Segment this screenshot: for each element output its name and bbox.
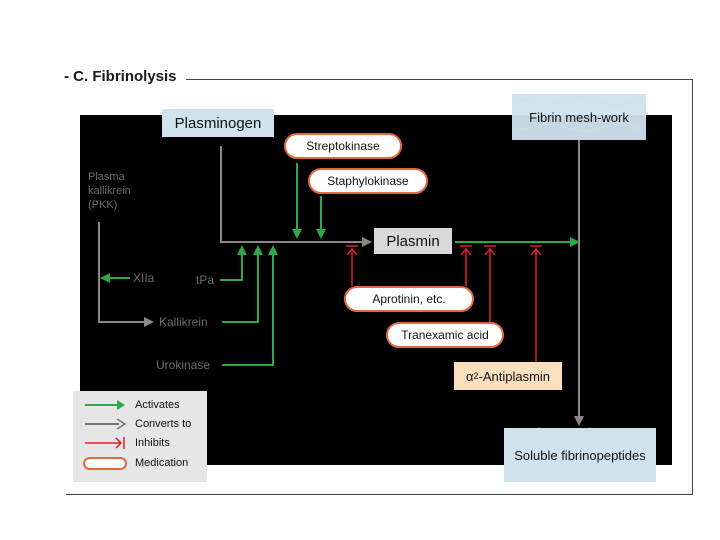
legend-inhibits-label: Inhibits xyxy=(135,437,170,449)
pkk-line-2: kallikrein xyxy=(88,185,131,197)
legend-inhibits: Inhibits xyxy=(83,434,170,452)
kallikrein-label: Kallikrein xyxy=(159,315,208,329)
legend: Activates Converts to Inhibits Medicatio… xyxy=(73,391,207,482)
legend-activates: Activates xyxy=(83,396,180,414)
tranexamic-label: Tranexamic acid xyxy=(401,328,489,342)
plasmin-node: Plasmin xyxy=(374,228,452,254)
plasminogen-node: Plasminogen xyxy=(162,109,274,137)
antiplasmin-subscript: 2 xyxy=(473,371,479,381)
aprotinin-pill: Aprotinin, etc. xyxy=(344,286,474,312)
converts-arrow-icon xyxy=(85,418,127,430)
kallikrein-arrow xyxy=(222,245,263,323)
urokinase-arrow xyxy=(222,245,278,366)
staphylokinase-label: Staphylokinase xyxy=(327,174,409,188)
plasminogen-to-plasmin-arrow xyxy=(220,146,372,247)
plasminogen-label: Plasminogen xyxy=(174,114,262,132)
tranexamic-acid-pill: Tranexamic acid xyxy=(386,322,504,348)
soluble-label: Soluble fibrinopeptides xyxy=(514,447,646,463)
legend-medication: Medication xyxy=(83,454,188,472)
staphylokinase-pill: Staphylokinase xyxy=(308,168,428,194)
legend-medication-label: Medication xyxy=(135,457,189,469)
medication-pill-icon xyxy=(83,456,127,470)
pkk-line-1: Plasma xyxy=(88,171,125,183)
pkk-line-3: (PKK) xyxy=(88,199,118,211)
urokinase-label: Urokinase xyxy=(156,358,211,372)
legend-converts: Converts to xyxy=(83,415,191,433)
aprotinin-label: Aprotinin, etc. xyxy=(372,292,446,306)
antiplasmin-alpha: α xyxy=(465,368,474,384)
streptokinase-label: Streptokinase xyxy=(306,139,380,153)
legend-converts-label: Converts to xyxy=(135,418,192,430)
title-rule xyxy=(186,79,692,80)
tpa-label: tPa xyxy=(196,273,215,287)
fibrin-label: Fibrin mesh-work xyxy=(529,109,629,125)
tpa-arrow xyxy=(220,245,247,281)
soluble-fibrinopeptides-node: Soluble fibrinopeptides xyxy=(504,428,656,482)
plasmin-label: Plasmin xyxy=(386,232,440,250)
antiplasmin-rest: -Antiplasmin xyxy=(478,368,551,384)
inhibits-arrow-icon xyxy=(85,437,125,449)
pkk-to-kallikrein-arrow xyxy=(98,222,154,327)
activates-arrow-icon xyxy=(85,400,125,410)
section-title: - C. Fibrinolysis xyxy=(64,68,183,85)
xiia-label: XIIa xyxy=(133,271,155,285)
fibrin-node: Fibrin mesh-work xyxy=(512,94,646,140)
streptokinase-pill: Streptokinase xyxy=(284,133,402,159)
pkk-label: Plasma kallikrein (PKK) xyxy=(88,170,131,212)
frame-right-rule xyxy=(692,79,693,495)
frame-bottom-rule xyxy=(66,494,693,495)
legend-activates-label: Activates xyxy=(135,399,180,411)
